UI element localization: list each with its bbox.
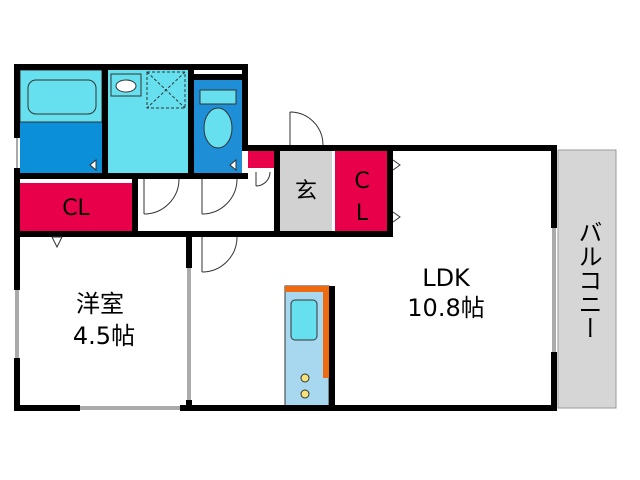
- washer-x2: [146, 71, 186, 109]
- balcony-label: バルコニー: [574, 220, 602, 340]
- washer-space: [146, 71, 186, 109]
- entrance-area: [279, 148, 332, 232]
- closet-entry-label-line2: L: [356, 201, 369, 226]
- ldk-name: LDK: [422, 264, 471, 292]
- closet-left-label: CL: [62, 196, 90, 221]
- bath-door-marker: [89, 158, 97, 172]
- closet-left: [20, 183, 132, 231]
- stove-burner-2: [300, 389, 310, 399]
- toilet-tank: [199, 89, 237, 105]
- toilet-bowl: [203, 107, 233, 149]
- bathtub-inner: [27, 79, 97, 115]
- closet-door-marker: [51, 236, 63, 249]
- stove-burner-1: [300, 373, 310, 383]
- western-room-size: 4.5帖: [73, 322, 135, 350]
- door-swings: [143, 111, 401, 273]
- closet-entry-label-line1: C: [354, 169, 369, 194]
- toilet-door-marker: [229, 158, 237, 172]
- closet-small: [248, 151, 274, 168]
- windows: [14, 138, 557, 411]
- closet-entry: [335, 151, 387, 231]
- kitchen-backsplash: [285, 286, 329, 292]
- balcony-area: [557, 149, 617, 409]
- kitchen-side: [323, 286, 329, 378]
- western-room-name: 洋室: [76, 290, 124, 318]
- entrance-label: 玄: [295, 179, 317, 204]
- washbasin-bowl: [115, 79, 137, 93]
- ldk-size: 10.8帖: [407, 294, 484, 322]
- kitchen-sink: [290, 299, 318, 341]
